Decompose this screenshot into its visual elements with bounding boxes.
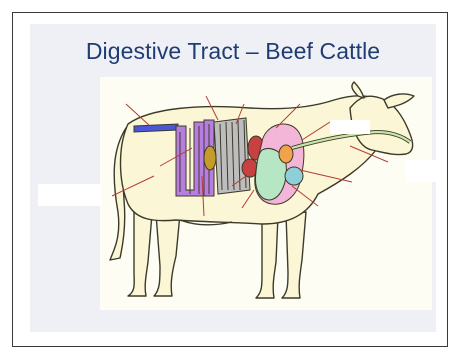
label-blank-left: [38, 184, 102, 206]
cecum: [204, 146, 216, 170]
large-intestine: [134, 124, 178, 132]
label-blank-right-upper: [330, 120, 370, 134]
label-blank-right-lower: [406, 160, 438, 182]
omasum: [279, 145, 293, 163]
